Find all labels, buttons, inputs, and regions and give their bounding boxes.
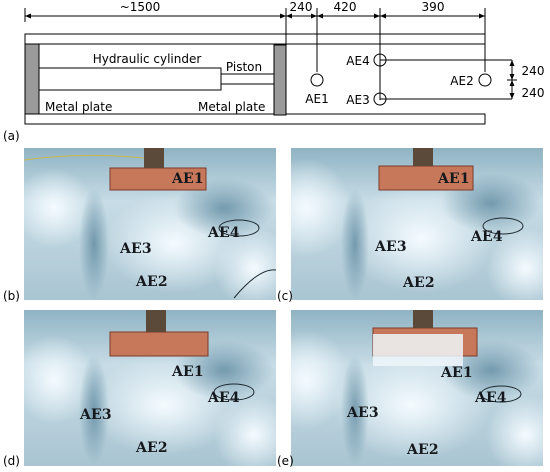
photo-d-ae1: AE1 [172, 364, 204, 380]
vertical-dimension-upper: 240 [522, 64, 545, 78]
dimension-240: 240 [290, 0, 313, 14]
ice-scene-c [291, 148, 543, 300]
photo-c-ae2: AE2 [403, 275, 435, 291]
sensor-markers [310, 53, 513, 106]
dimension-arrows [25, 13, 485, 19]
photo-panel-b: AE1 AE4 AE3 AE2 [24, 148, 276, 300]
photo-b-ae1: AE1 [172, 171, 204, 187]
photo-d-ae3: AE3 [80, 407, 112, 423]
photo-c-ae3: AE3 [375, 239, 407, 255]
photo-panel-d: AE1 AE4 AE3 AE2 [24, 310, 276, 466]
piston-label: Piston [226, 60, 262, 74]
right-metal-plate [273, 44, 287, 116]
photo-e-ae4: AE4 [475, 390, 507, 406]
panel-label-c: (c) [277, 289, 293, 303]
dimension-420: 420 [334, 0, 357, 14]
dimension-total: ~1500 [120, 0, 161, 14]
sensor-ae3-label: AE3 [346, 93, 369, 107]
photo-e-ae2: AE2 [407, 442, 439, 458]
metal-plate-right-label: Metal plate [198, 100, 265, 114]
ice-scene-b [24, 148, 276, 300]
photo-e-ae1: AE1 [441, 365, 473, 381]
photo-b-ae3: AE3 [120, 241, 152, 257]
test-setup-schematic: ~1500 240 420 390 Hydraulic cylinder Pis… [24, 0, 545, 125]
ice-scene-d [24, 310, 276, 466]
panel-label-e: (e) [277, 454, 294, 468]
sensor-ae1-label: AE1 [305, 92, 328, 106]
photo-panel-c: AE1 AE4 AE3 AE2 [291, 148, 543, 300]
photo-b-ae2: AE2 [136, 274, 168, 290]
photo-c-ae4: AE4 [471, 229, 503, 245]
sensor-ae4-label: AE4 [346, 54, 369, 68]
metal-plate-left-label: Metal plate [45, 100, 112, 114]
panel-label-d: (d) [3, 454, 20, 468]
vertical-dimension-lower: 240 [522, 86, 545, 100]
panel-label-b: (b) [3, 289, 20, 303]
sensor-ae2-label: AE2 [450, 74, 473, 88]
panel-label-a: (a) [3, 129, 20, 143]
photo-panel-e: AE1 AE4 AE3 AE2 [291, 310, 543, 466]
photo-c-ae1: AE1 [438, 171, 470, 187]
ice-scene-e [291, 310, 543, 466]
photo-e-ae3: AE3 [347, 405, 379, 421]
hydraulic-cylinder-label: Hydraulic cylinder [93, 52, 202, 66]
hydraulic-cylinder [38, 67, 222, 91]
photo-d-ae2: AE2 [136, 440, 168, 456]
left-metal-plate [24, 43, 40, 115]
photo-d-ae4: AE4 [208, 390, 240, 406]
loading-frame [24, 33, 486, 125]
photo-b-ae4: AE4 [208, 225, 240, 241]
vertical-dimension-arrows [509, 60, 515, 99]
piston [220, 73, 275, 85]
dimension-390: 390 [422, 0, 445, 14]
